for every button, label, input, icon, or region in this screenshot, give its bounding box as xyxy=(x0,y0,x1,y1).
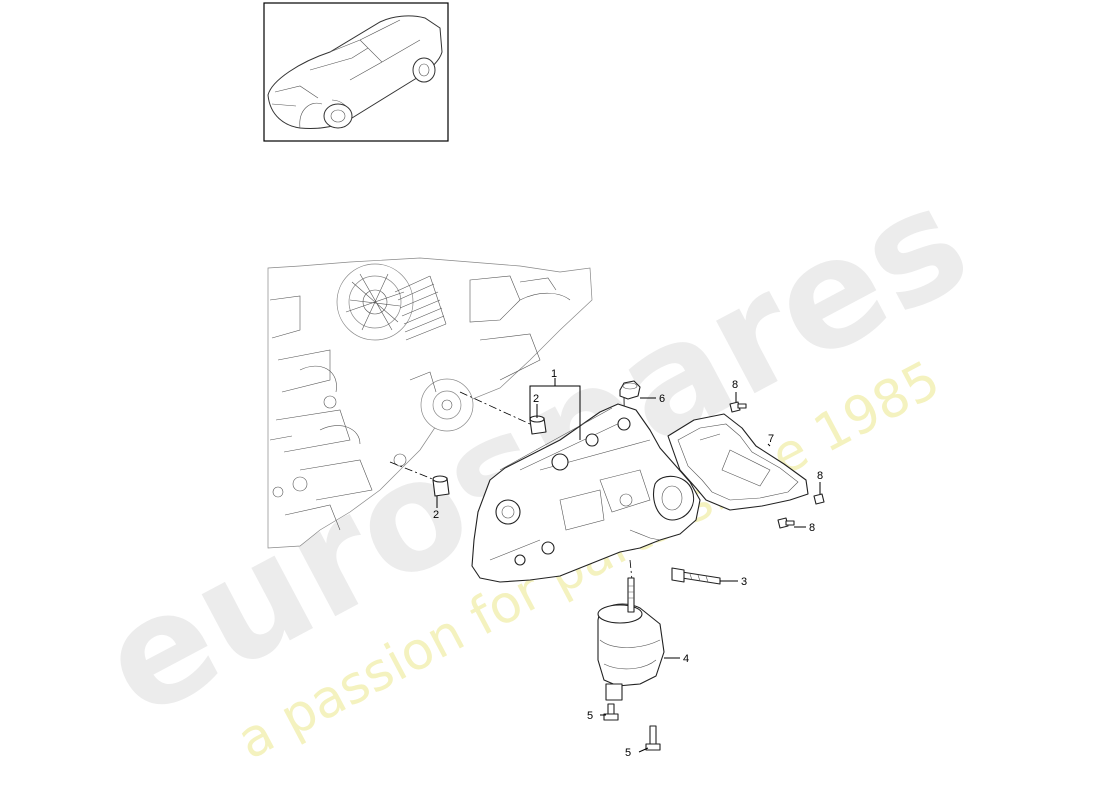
callout-5-lower: 5 xyxy=(625,747,631,759)
bolt-8-top xyxy=(729,401,747,413)
callout-8-top: 8 xyxy=(732,379,738,391)
engine-mount-bracket xyxy=(471,403,701,583)
bolt-5-upper xyxy=(603,703,619,721)
callout-4: 4 xyxy=(683,653,689,665)
bolt-5-lower xyxy=(645,725,661,751)
callout-1: 1 xyxy=(551,368,557,380)
callout-2-lower: 2 xyxy=(433,509,439,521)
bolt-3 xyxy=(671,567,721,585)
car-thumbnail-icon xyxy=(267,15,443,129)
callout-2-upper: 2 xyxy=(533,393,539,405)
heat-shield xyxy=(667,413,809,511)
car-thumbnail xyxy=(263,2,449,142)
callout-8-right: 8 xyxy=(817,470,823,482)
leader-lines xyxy=(436,378,821,753)
callout-8-lower: 8 xyxy=(809,522,815,534)
nut xyxy=(619,380,641,400)
callouts: 1 2 2 3 4 5 5 6 7 8 8 8 xyxy=(433,368,823,759)
bolt-8-lower xyxy=(777,517,795,529)
callout-7: 7 xyxy=(768,433,774,445)
engine-mount xyxy=(597,577,665,701)
bushing-lower xyxy=(432,475,450,497)
bolt-8-right xyxy=(813,493,825,505)
callout-5-upper: 5 xyxy=(587,710,593,722)
engine-block xyxy=(267,257,593,549)
callout-6: 6 xyxy=(659,393,665,405)
callout-3: 3 xyxy=(741,576,747,588)
bushing-upper xyxy=(529,415,547,435)
